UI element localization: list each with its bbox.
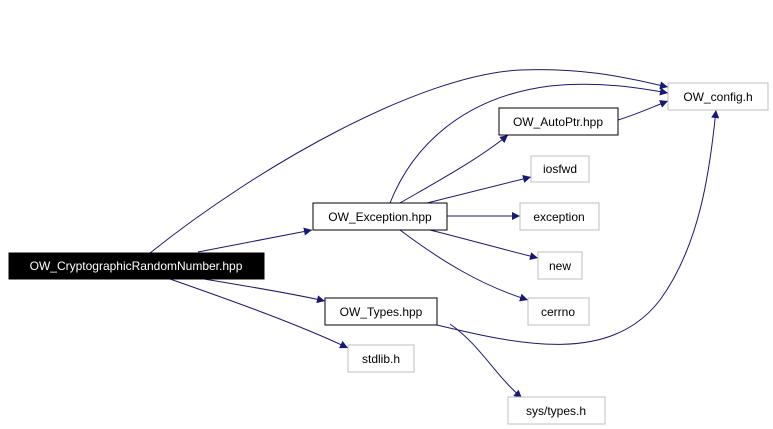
edge-exception-to-new xyxy=(429,229,539,261)
node-exception-hpp-label: OW_Exception.hpp xyxy=(328,210,432,224)
edge-exception-to-iosfwd xyxy=(426,175,532,204)
node-iosfwd-label: iosfwd xyxy=(543,162,577,176)
edge-types-to-systypes xyxy=(449,323,523,399)
node-exception: exception xyxy=(519,202,600,231)
edge-root-to-types xyxy=(197,277,326,304)
node-autoptr-hpp-label: OW_AutoPtr.hpp xyxy=(513,115,603,129)
edge-types-to-config xyxy=(436,109,720,345)
node-sys-types-h-label: sys/types.h xyxy=(526,404,586,418)
edges xyxy=(149,69,720,399)
edge-autoptr-to-config xyxy=(617,100,669,121)
nodes: OW_CryptographicRandomNumber.hpp OW_Exce… xyxy=(8,82,769,425)
node-autoptr-hpp: OW_AutoPtr.hpp xyxy=(498,107,619,136)
node-cerrno: cerrno xyxy=(527,297,590,326)
edge-root-to-stdlib xyxy=(169,278,349,349)
node-types-hpp-label: OW_Types.hpp xyxy=(340,305,423,319)
node-new-label: new xyxy=(549,259,571,273)
node-sys-types-h: sys/types.h xyxy=(507,396,606,425)
edge-exception-to-cerrno xyxy=(399,229,529,302)
node-cerrno-label: cerrno xyxy=(541,305,575,319)
node-config-h: OW_config.h xyxy=(667,82,769,111)
node-stdlib-h-label: stdlib.h xyxy=(362,352,400,366)
edge-exception-to-autoptr xyxy=(399,134,509,204)
node-config-h-label: OW_config.h xyxy=(683,90,752,104)
edge-root-to-exception xyxy=(197,227,313,253)
node-types-hpp: OW_Types.hpp xyxy=(324,297,438,326)
node-root: OW_CryptographicRandomNumber.hpp xyxy=(8,252,265,280)
node-stdlib-h: stdlib.h xyxy=(347,344,415,373)
node-new: new xyxy=(537,251,583,280)
edge-exception-to-config xyxy=(389,83,669,204)
edge-root-to-config xyxy=(149,69,669,254)
node-exception-label: exception xyxy=(533,210,584,224)
node-root-label: OW_CryptographicRandomNumber.hpp xyxy=(30,259,243,273)
node-iosfwd: iosfwd xyxy=(530,155,590,183)
node-exception-hpp: OW_Exception.hpp xyxy=(312,202,448,231)
